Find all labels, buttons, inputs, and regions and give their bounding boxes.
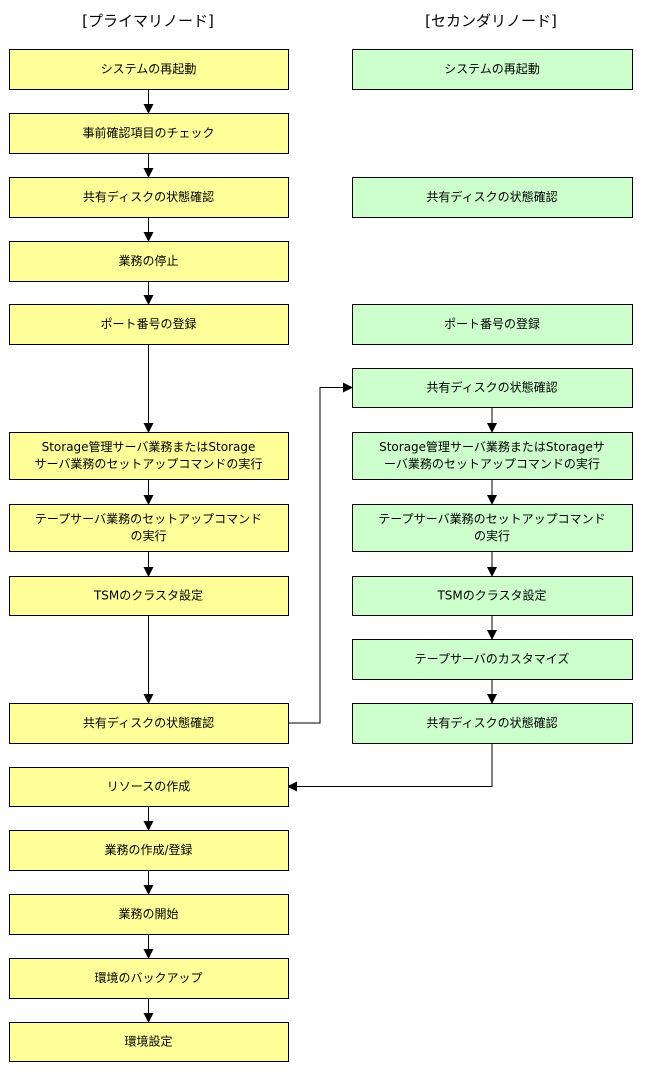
primary-step-box — [9, 432, 289, 480]
secondary-step-label: 共有ディスクの状態確認 — [426, 715, 557, 730]
primary-step-9: 共有ディスクの状態確認 — [9, 703, 289, 744]
primary-step-box — [9, 830, 289, 871]
primary-node-header: [プライマリノード] — [82, 12, 214, 30]
primary-step-8: TSMのクラスタ設定 — [9, 576, 289, 616]
secondary-step-9: 共有ディスクの状態確認 — [352, 703, 633, 744]
primary-step-box — [9, 703, 289, 744]
secondary-step-box — [352, 177, 633, 218]
flow-arrows — [143, 89, 497, 1023]
primary-step-label: Storage管理サーバ業務またはStorage — [42, 439, 256, 454]
primary-step-box — [9, 894, 289, 935]
primary-step-11: 業務の作成/登録 — [9, 830, 289, 871]
primary-step-2: 事前確認項目のチェック — [9, 113, 289, 154]
secondary-step-label: 共有ディスクの状態確認 — [426, 189, 557, 204]
secondary-step-7: TSMのクラスタ設定 — [352, 576, 633, 616]
secondary-step-5: Storage管理サーバ業務またはStorageサーバ業務のセットアップコマンド… — [352, 432, 633, 480]
primary-step-label: 事前確認項目のチェック — [82, 125, 214, 140]
primary-step-label: 業務の開始 — [118, 907, 178, 921]
secondary-step-3: ポート番号の登録 — [352, 304, 633, 345]
primary-step-label: 共有ディスクの状態確認 — [83, 715, 214, 730]
primary-step-10: リソースの作成 — [9, 767, 289, 807]
primary-step-label: テープサーバ業務のセットアップコマンド — [35, 512, 262, 526]
secondary-step-box — [352, 639, 633, 680]
secondary-step-label: 共有ディスクの状態確認 — [426, 380, 557, 395]
primary-step-label: ポート番号の登録 — [100, 316, 196, 331]
secondary-step-label: テープサーバのカスタマイズ — [415, 651, 570, 666]
primary-step-box — [9, 767, 289, 807]
primary-step-label: 業務の停止 — [118, 253, 178, 268]
primary-step-label: TSMのクラスタ設定 — [93, 588, 203, 603]
primary-step-label: 環境設定 — [124, 1034, 172, 1049]
secondary-step-2: 共有ディスクの状態確認 — [352, 177, 633, 218]
primary-step-box — [9, 576, 289, 616]
primary-step-box — [9, 958, 289, 999]
secondary-step-label: TSMのクラスタ設定 — [436, 588, 546, 603]
primary-step-1: システムの再起動 — [9, 49, 289, 90]
primary-step-12: 業務の開始 — [9, 894, 289, 935]
primary-step-13: 環境のバックアップ — [9, 958, 289, 999]
primary-step-box — [9, 177, 289, 218]
primary-step-label: サーバ業務のセットアップコマンドの実行 — [35, 456, 263, 471]
primary-step-box — [9, 113, 289, 154]
secondary-step-label: の実行 — [474, 528, 510, 543]
secondary-node-header: [セカンダリノード] — [425, 12, 557, 30]
secondary-step-label: ーバ業務のセットアップコマンドの実行 — [384, 456, 600, 471]
primary-step-label: 環境のバックアップ — [94, 970, 202, 985]
arrow-s9-to-p10 — [287, 743, 493, 792]
primary-step-label: システムの再起動 — [101, 62, 197, 76]
secondary-step-1: システムの再起動 — [352, 49, 633, 90]
secondary-step-box — [352, 304, 633, 345]
flow-steps: システムの再起動事前確認項目のチェック共有ディスクの状態確認業務の停止ポート番号… — [9, 49, 633, 1062]
secondary-step-box — [352, 368, 633, 408]
secondary-step-box — [352, 49, 633, 90]
secondary-step-box — [352, 504, 633, 552]
primary-step-4: 業務の停止 — [9, 241, 289, 282]
secondary-step-label: テープサーバ業務のセットアップコマンド — [378, 512, 605, 526]
primary-step-label: 業務の作成/登録 — [104, 842, 192, 857]
primary-step-3: 共有ディスクの状態確認 — [9, 177, 289, 218]
primary-step-box — [9, 1022, 289, 1062]
primary-step-5: ポート番号の登録 — [9, 304, 289, 345]
primary-step-box — [9, 304, 289, 345]
primary-step-box — [9, 241, 289, 282]
primary-step-6: Storage管理サーバ業務またはStorage サーバ業務のセットアップコマンド… — [9, 432, 289, 480]
secondary-step-box — [352, 703, 633, 744]
primary-step-label: 共有ディスクの状態確認 — [83, 189, 214, 204]
secondary-step-box — [352, 432, 633, 480]
secondary-step-8: テープサーバのカスタマイズ — [352, 639, 633, 680]
secondary-step-label: ポート番号の登録 — [444, 316, 540, 331]
primary-step-box — [9, 49, 289, 90]
primary-step-14: 環境設定 — [9, 1022, 289, 1062]
primary-step-box — [9, 504, 289, 552]
secondary-step-label: システムの再起動 — [444, 62, 540, 76]
secondary-step-box — [352, 576, 633, 616]
secondary-step-label: Storage管理サーバ業務またはStorageサ — [379, 439, 605, 454]
primary-step-label: リソースの作成 — [107, 780, 190, 794]
secondary-step-4: 共有ディスクの状態確認 — [352, 368, 633, 408]
arrow-p9-to-s4 — [288, 382, 353, 724]
primary-step-label: の実行 — [130, 528, 166, 543]
